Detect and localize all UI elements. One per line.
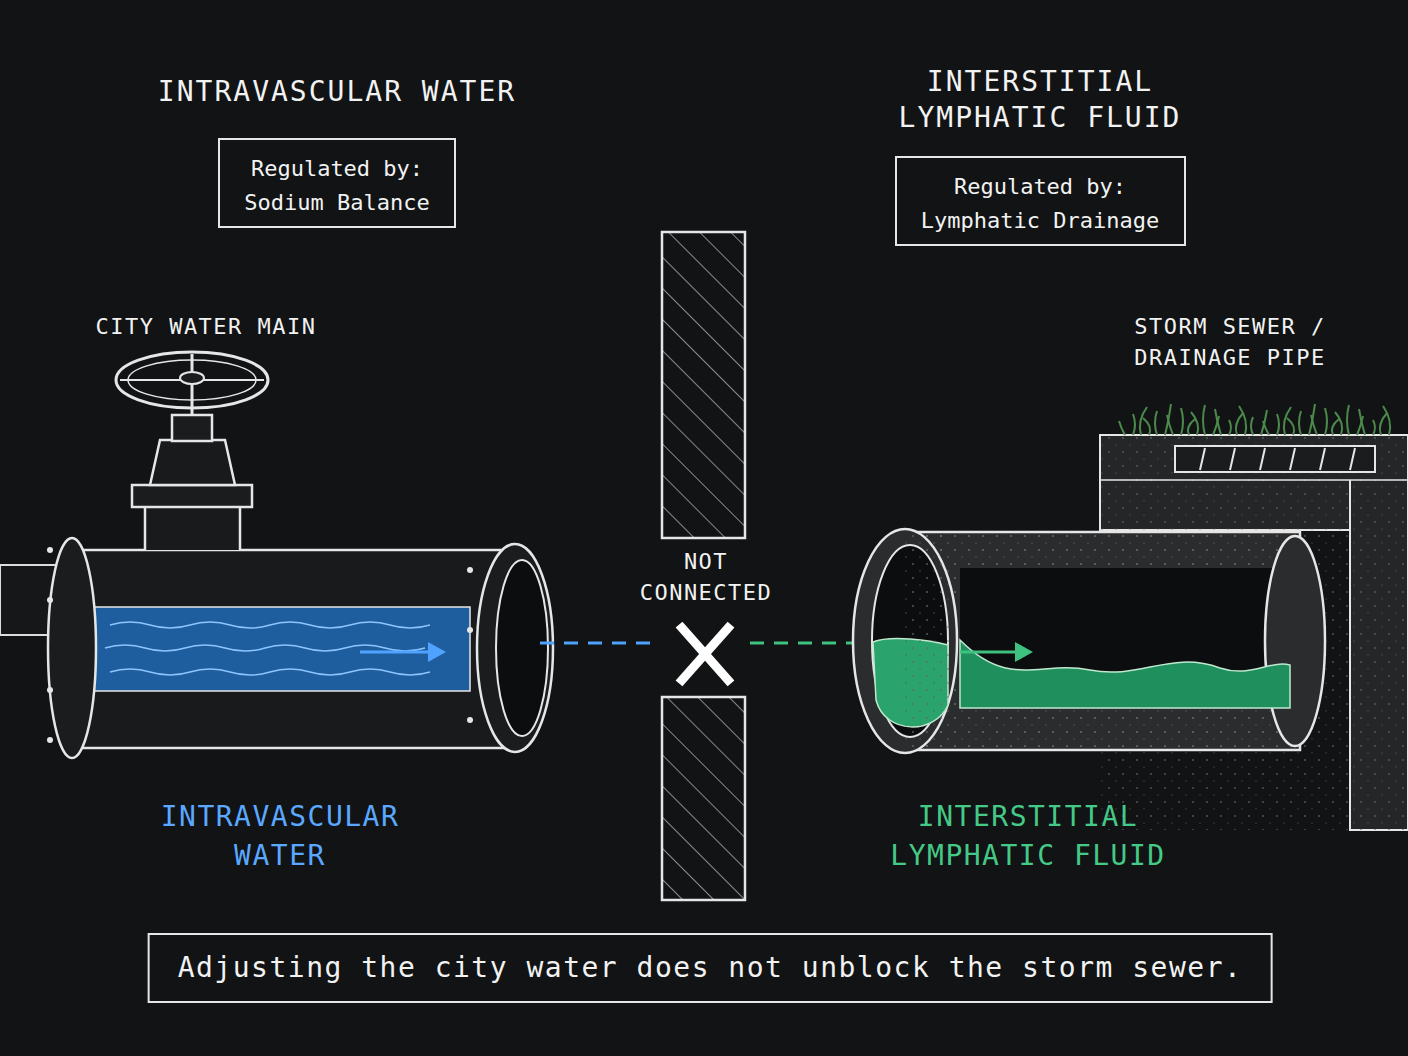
section-heading: INTERSTITIAL LYMPHATIC FLUID — [870, 64, 1210, 136]
note-box: Adjusting the city water does not unbloc… — [148, 933, 1273, 1003]
part-label: STORM SEWER / DRAINAGE PIPE — [1115, 312, 1345, 374]
part-label: INTERSTITIAL LYMPHATIC FLUID — [878, 797, 1178, 875]
regulation-box: Regulated by: Sodium Balance — [218, 138, 456, 228]
part-label: INTRAVASCULAR WATER — [135, 797, 425, 875]
note-box: INTERSTITIAL LYMPHATIC FLUID Regulated by… — [870, 64, 1210, 246]
caption-box: Adjusting the city water does not unbloc… — [148, 933, 1273, 1003]
part-label: CITY WATER MAIN — [95, 312, 316, 343]
regulation-box: Regulated by: Lymphatic Drainage — [895, 156, 1186, 246]
note-box: INTRAVASCULAR WATER Regulated by: Sodium … — [127, 74, 547, 228]
section-heading: INTRAVASCULAR WATER — [127, 74, 547, 110]
part-label: NOT CONNECTED — [617, 545, 795, 611]
